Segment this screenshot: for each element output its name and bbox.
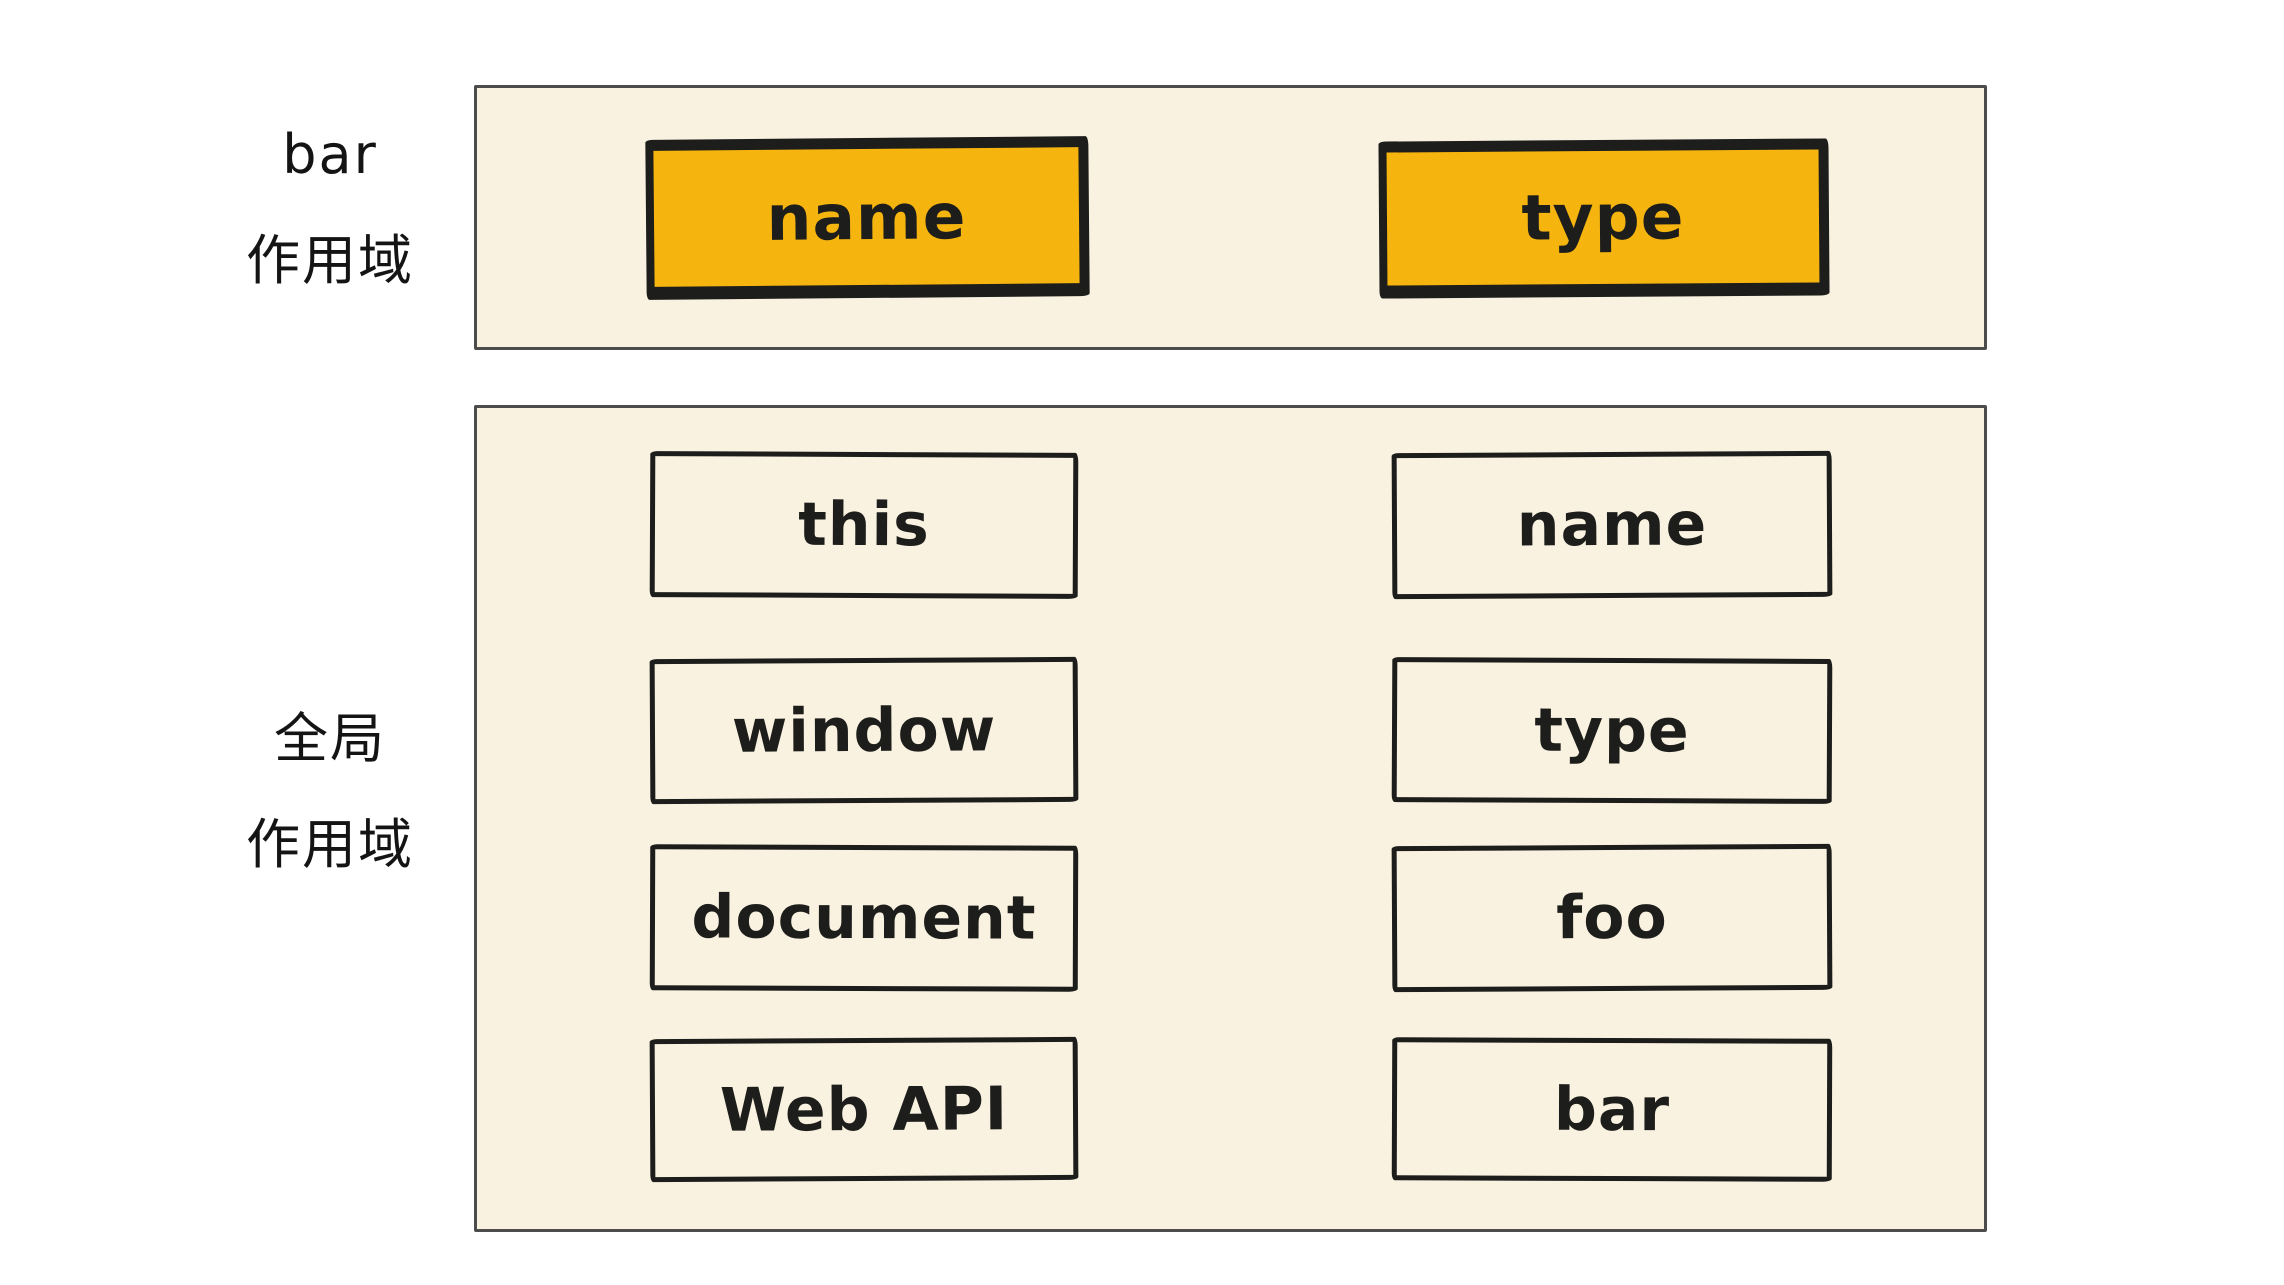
global-scope-var-webapi: Web API [649,1036,1079,1183]
global-scope-var-bar: bar [1391,1037,1833,1182]
global-scope-var-window: window [649,656,1079,805]
global-scope-label-line1: 全局 [274,707,386,770]
bar-scope-var-name: name [645,136,1090,300]
bar-scope-label-line2: 作用域 [246,229,414,292]
global-scope-var-name: name [1391,450,1833,600]
global-scope-var-document: document [649,844,1079,992]
global-scope-var-type: type [1391,657,1833,804]
bar-scope-label-line1: bar [282,123,378,186]
global-scope-var-this: this [649,451,1079,599]
global-scope-label-line2: 作用域 [246,813,414,876]
bar-scope-var-type: type [1378,138,1830,299]
global-scope-var-foo: foo [1391,843,1833,993]
global-scope-label: 全局 作用域 [150,712,510,924]
bar-scope-label: bar 作用域 [150,128,510,340]
